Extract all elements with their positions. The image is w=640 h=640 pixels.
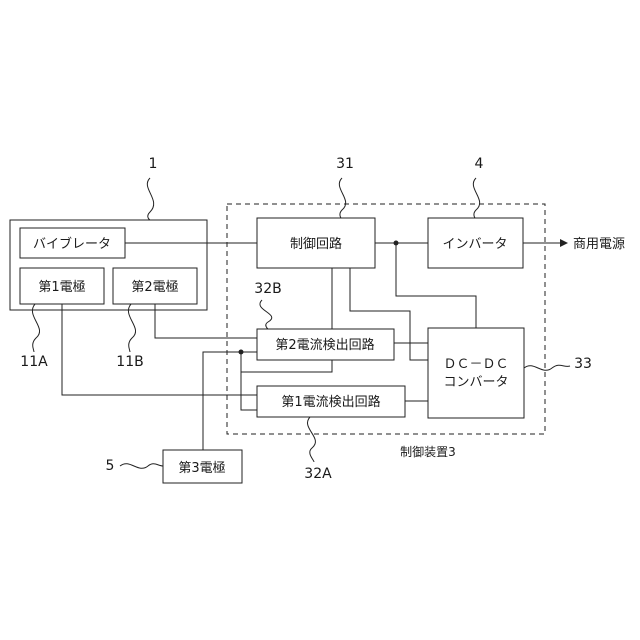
ref-current-detect2: 32B	[254, 281, 281, 297]
leader-electrode3	[120, 464, 163, 469]
current-detect2-label: 第2電流検出回路	[275, 337, 374, 353]
control-circuit-block: 制御回路	[257, 218, 375, 268]
vibrator-label: バイブレータ	[33, 236, 111, 252]
current-detect1-block: 第1電流検出回路	[257, 386, 405, 417]
leader-electrode2	[128, 304, 135, 352]
leader-dcdc	[524, 365, 570, 370]
ref-current-detect1: 32A	[304, 466, 332, 482]
inverter-block: インバータ	[428, 218, 523, 268]
dcdc-converter-block: ＤＣ－ＤＣ コンバータ	[428, 328, 524, 418]
ref-electrode1: 11A	[20, 354, 48, 370]
dcdc-label-line1: ＤＣ－ＤＣ	[443, 357, 508, 372]
electrode1-label: 第1電極	[38, 279, 85, 295]
commercial-power-label: 商用電源	[573, 237, 625, 252]
wire-electrode3-junction	[203, 352, 257, 450]
electrode1-block: 第1電極	[20, 268, 104, 304]
dcdc-label-line2: コンバータ	[443, 375, 508, 390]
wire-electrode1-detect1	[62, 304, 257, 395]
current-detect2-block: 第2電流検出回路	[257, 329, 394, 360]
inverter-label: インバータ	[442, 237, 507, 252]
current-detect1-label: 第1電流検出回路	[281, 394, 380, 410]
vibrator-block: バイブレータ	[20, 228, 125, 258]
control-device-caption: 制御装置3	[400, 444, 456, 459]
ref-inverter: 4	[475, 156, 484, 172]
ref-control-circuit: 31	[336, 156, 354, 172]
leader-control-circuit	[339, 178, 345, 218]
leader-device	[147, 178, 153, 220]
control-circuit-label: 制御回路	[290, 236, 342, 252]
electrode2-block: 第2電極	[113, 268, 197, 304]
wire-junction-detect1	[241, 352, 257, 410]
ref-device: 1	[149, 156, 158, 172]
leader-current-detect2	[260, 300, 272, 329]
electrode3-block: 第3電極	[163, 450, 242, 483]
ref-electrode3: 5	[106, 458, 115, 474]
leader-current-detect1	[307, 417, 315, 462]
ref-dcdc: 33	[574, 356, 592, 372]
electrode2-label: 第2電極	[131, 279, 178, 295]
leader-electrode1	[32, 304, 39, 352]
electrode3-label: 第3電極	[178, 460, 225, 476]
ref-electrode2: 11B	[116, 354, 143, 370]
leader-inverter	[473, 178, 479, 218]
